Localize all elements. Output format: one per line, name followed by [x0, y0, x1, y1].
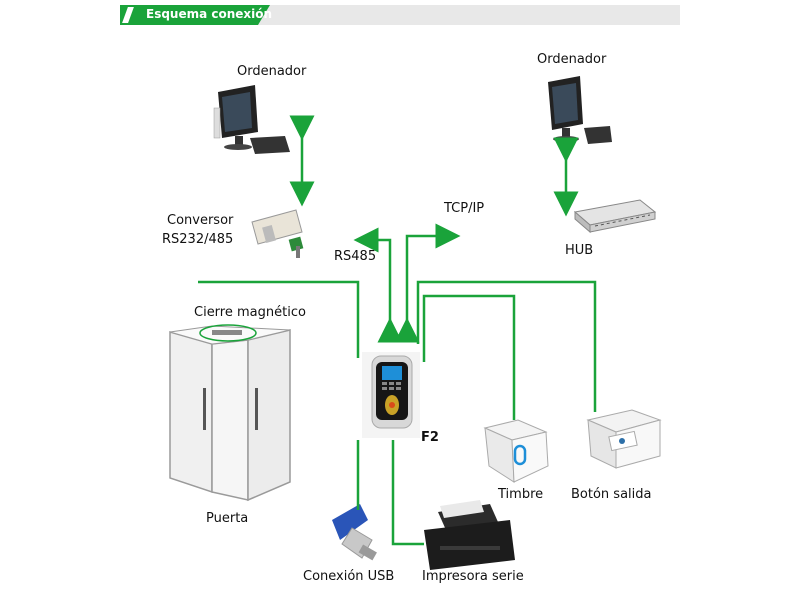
label-computer-left: Ordenador [237, 64, 307, 79]
label-computer-right: Ordenador [537, 52, 607, 67]
bell-icon [483, 419, 549, 483]
label-magnetic-lock: Cierre magnético [194, 305, 306, 320]
diagram-title: Esquema conexión [146, 7, 273, 21]
converter-icon [251, 209, 304, 258]
label-exit-button: Botón salida [571, 487, 652, 502]
hub-icon [573, 199, 657, 234]
label-device: F2 [421, 430, 439, 445]
computer-right-icon [548, 76, 612, 144]
connection-wires [198, 115, 597, 546]
label-tcpip: TCP/IP [444, 201, 485, 216]
label-converter-model: RS232/485 [162, 232, 234, 247]
label-converter: Conversor [167, 213, 234, 228]
f2-device-icon [362, 352, 420, 438]
door-icon [169, 325, 291, 502]
magnetic-lock-icon [199, 324, 257, 342]
label-door: Puerta [206, 511, 249, 526]
label-usb: Conexión USB [303, 569, 395, 584]
usb-stick-icon [332, 504, 377, 561]
label-rs485: RS485 [334, 249, 377, 264]
printer-icon [424, 500, 515, 570]
exit-button-icon [586, 409, 662, 469]
label-hub: HUB [565, 243, 594, 258]
header-tab [120, 5, 270, 25]
label-bell: Timbre [498, 487, 544, 502]
label-printer: Impresora serie [422, 569, 524, 584]
computer-left-icon [213, 85, 290, 154]
